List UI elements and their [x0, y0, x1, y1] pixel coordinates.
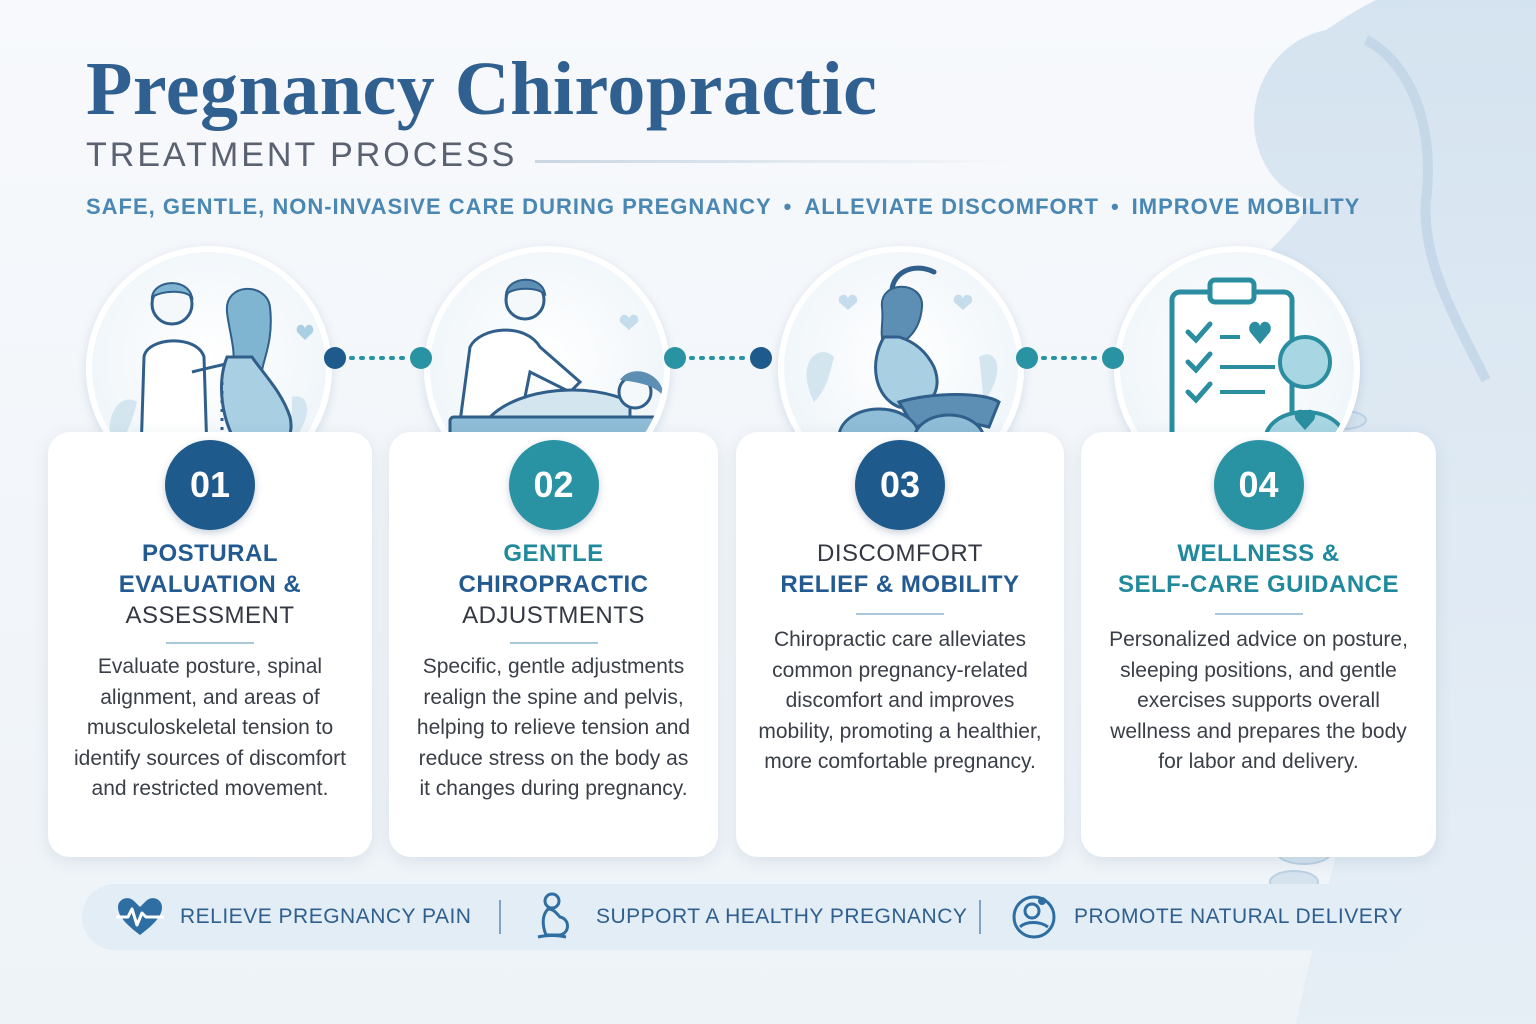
step-card-3: 03 DISCOMFORT RELIEF & MOBILITY Chiropra…	[736, 432, 1064, 857]
step-title-line: ADJUSTMENTS	[462, 602, 645, 629]
step-title-line: POSTURAL	[142, 540, 278, 567]
benefit-item: PROMOTE NATURAL DELIVERY	[1008, 884, 1403, 950]
step-connector	[324, 347, 432, 369]
step-number-badge: 02	[508, 440, 599, 530]
benefits-bar: RELIEVE PREGNANCY PAIN SUPPORT A HEALTHY…	[82, 884, 1422, 950]
tagline-item: IMPROVE MOBILITY	[1131, 194, 1361, 219]
step-connector	[664, 347, 772, 369]
step-title-line: SELF-CARE GUIDANCE	[1117, 571, 1399, 598]
step-description: Evaluate posture, spinal alignment, and …	[74, 655, 346, 800]
step-divider	[856, 613, 944, 615]
tagline: SAFE, GENTLE, NON-INVASIVE CARE DURING P…	[86, 194, 1360, 220]
step-number-badge: 03	[855, 440, 945, 530]
step-title: DISCOMFORT RELIEF & MOBILITY	[746, 538, 1054, 600]
step-title-line: CHIROPRACTIC	[458, 571, 649, 598]
benefit-label: RELIEVE PREGNANCY PAIN	[180, 905, 472, 928]
step-title-line: WELLNESS &	[1177, 540, 1340, 567]
step-title-line: ASSESSMENT	[125, 602, 295, 629]
benefit-separator	[499, 900, 501, 934]
step-title: POSTURAL EVALUATION & ASSESSMENT	[58, 538, 362, 631]
benefit-separator	[979, 900, 981, 934]
benefit-label: PROMOTE NATURAL DELIVERY	[1074, 905, 1404, 928]
step-number-badge: 04	[1213, 440, 1304, 530]
tagline-separator: •	[1110, 194, 1120, 219]
benefit-label: SUPPORT A HEALTHY PREGNANCY	[596, 905, 968, 928]
step-title: GENTLE CHIROPRACTIC ADJUSTMENTS	[399, 538, 708, 631]
step-connector	[1016, 347, 1124, 369]
step-description: Personalized advice on posture, sleeping…	[1109, 628, 1408, 773]
subtitle-divider	[535, 160, 1015, 163]
heart-pulse-icon	[116, 898, 164, 935]
benefit-item: SUPPORT A HEALTHY PREGNANCY	[530, 884, 967, 950]
tagline-item: ALLEVIATE DISCOMFORT	[804, 194, 1099, 219]
tagline-separator: •	[783, 194, 793, 219]
step-description: Specific, gentle adjustments realign the…	[416, 655, 691, 800]
step-card-1: 01 POSTURAL EVALUATION & ASSESSMENT Eval…	[48, 432, 372, 857]
step-title-line: RELIEF & MOBILITY	[780, 571, 1020, 598]
step-title-line: GENTLE	[503, 540, 604, 567]
step-number-badge: 01	[165, 440, 255, 530]
step-title: WELLNESS & SELF-CARE GUIDANCE	[1091, 538, 1426, 600]
benefit-item: RELIEVE PREGNANCY PAIN	[114, 884, 471, 950]
step-divider	[509, 642, 598, 644]
step-title-line: EVALUATION &	[118, 571, 302, 598]
pregnant-woman-icon	[537, 892, 569, 939]
step-card-4: 04 WELLNESS & SELF-CARE GUIDANCE Persona…	[1081, 432, 1436, 857]
step-description: Chiropractic care alleviates common preg…	[758, 628, 1042, 773]
mother-baby-icon	[1012, 895, 1056, 939]
tagline-item: SAFE, GENTLE, NON-INVASIVE CARE DURING P…	[86, 194, 772, 219]
step-card-2: 02 GENTLE CHIROPRACTIC ADJUSTMENTS Speci…	[389, 432, 718, 857]
page-subtitle: TREATMENT PROCESS	[86, 136, 518, 174]
page-title: Pregnancy Chiropractic	[86, 47, 878, 131]
step-divider	[166, 642, 254, 644]
step-title-line: DISCOMFORT	[817, 540, 983, 567]
step-divider	[1214, 613, 1303, 615]
